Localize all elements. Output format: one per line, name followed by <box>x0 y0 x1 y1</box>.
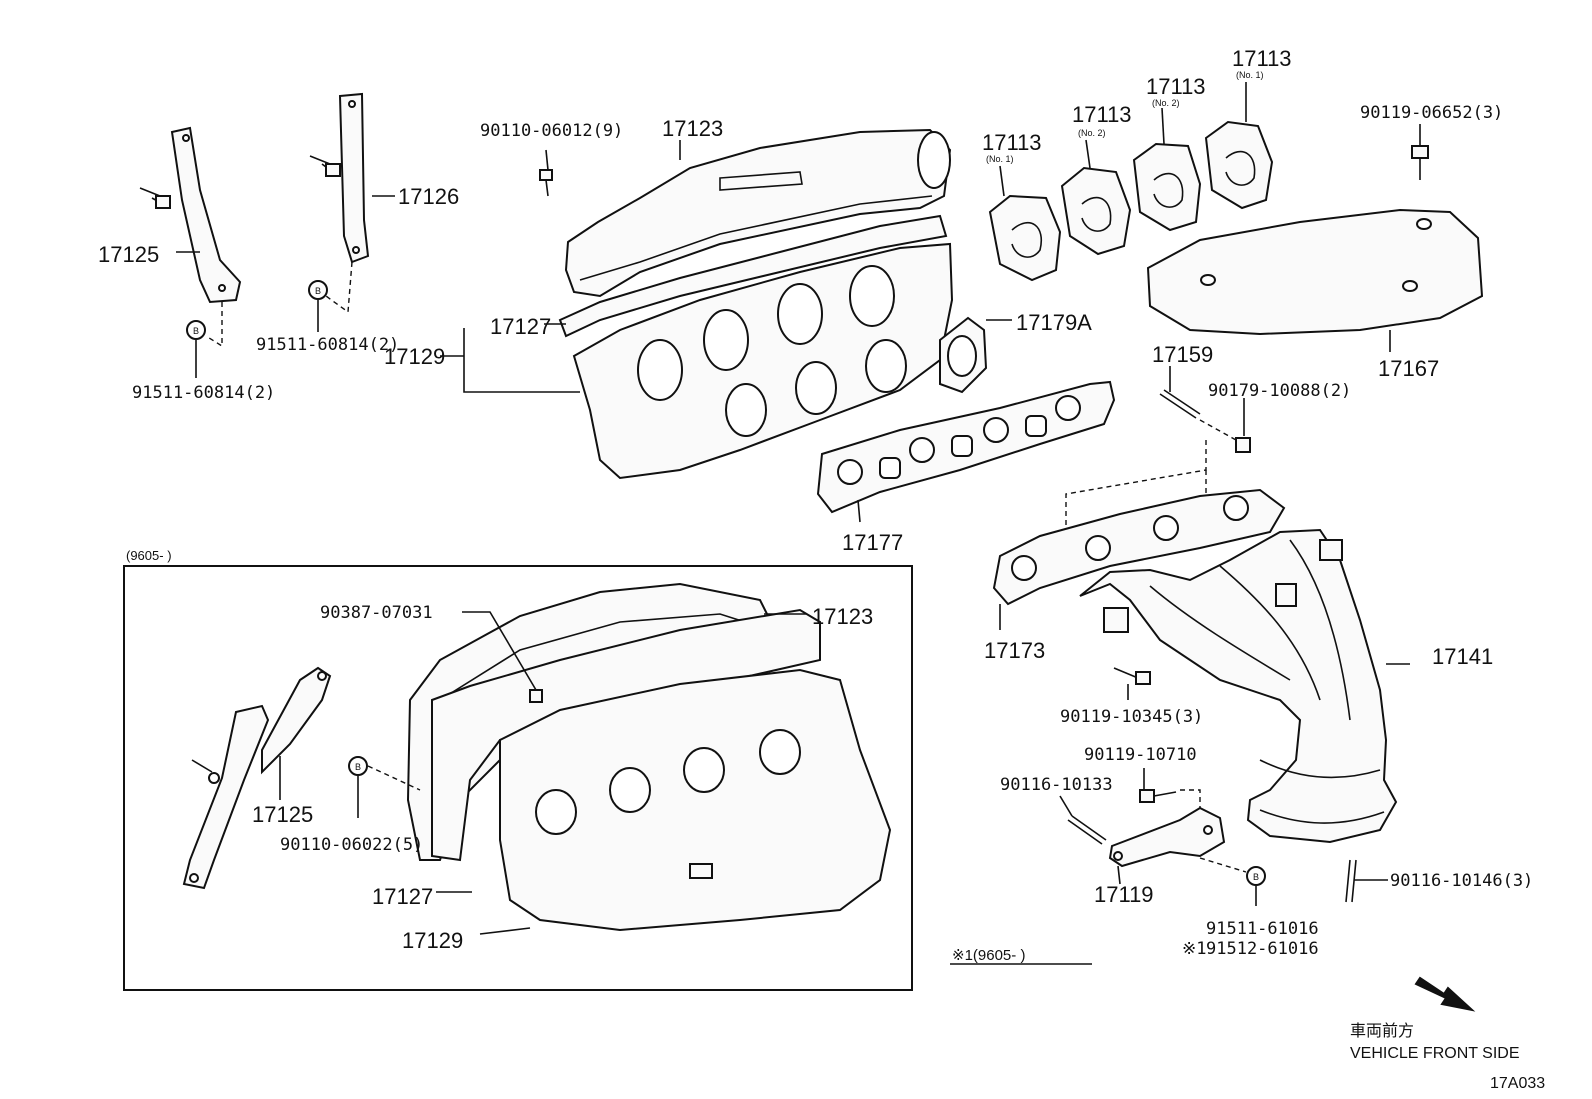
label-17177: 17177 <box>842 530 903 555</box>
label-no1-a: (No. 1) <box>986 154 1014 164</box>
insulator-17129-top <box>572 242 954 480</box>
label-no2-c: (No. 2) <box>1152 98 1180 108</box>
inset-frame <box>123 565 913 991</box>
label-figure-id: 17A033 <box>1490 1075 1545 1092</box>
stud-90116-10146 <box>1345 859 1357 903</box>
cover-17123-top <box>564 128 952 298</box>
label-90119-10345: 90119-10345(3) <box>1060 707 1203 727</box>
label-17125-top: 17125 <box>98 242 159 267</box>
label-17127-inset: 17127 <box>372 884 433 909</box>
label-17113-d: 17113 <box>1232 46 1292 71</box>
label-jp-front: 車両前方 <box>1350 1022 1414 1040</box>
b-mark-inset: B <box>348 756 368 776</box>
bolt-90110-06012 <box>539 149 553 197</box>
label-17129-inset: 17129 <box>402 928 463 953</box>
label-17126: 17126 <box>398 184 459 209</box>
insulator-17129-inset <box>499 668 892 932</box>
label-vehicle-front: VEHICLE FRONT SIDE <box>1350 1045 1520 1062</box>
label-17167: 17167 <box>1378 356 1439 381</box>
label-91511-61016: 91511-61016 <box>1206 919 1319 939</box>
insulator-17113-a <box>988 194 1062 282</box>
label-17125-inset: 17125 <box>252 802 313 827</box>
stud-17159 <box>1159 389 1201 419</box>
insulator-17113-c <box>1132 142 1202 232</box>
label-mark-note1: ※1 <box>1182 939 1206 959</box>
gasket-17179A <box>939 316 988 394</box>
svg-text:B: B <box>355 762 361 772</box>
nut-90179-10088 <box>1235 437 1251 453</box>
stay-17119 <box>1108 806 1226 868</box>
label-91511-60814-left: 91511-60814(2) <box>132 383 275 403</box>
label-no1-d: (No. 1) <box>1236 70 1264 80</box>
svg-text:B: B <box>1253 872 1259 882</box>
vehicle-front-arrow-icon <box>1414 976 1476 1012</box>
svg-text:B: B <box>315 286 321 296</box>
label-17113-a: 17113 <box>982 130 1042 155</box>
label-17127-top: 17127 <box>490 314 551 339</box>
label-17141: 17141 <box>1432 644 1493 669</box>
insulator-17113-b <box>1060 166 1132 256</box>
label-90110-06022: 90110-06022(5) <box>280 835 423 855</box>
label-no2-b: (No. 2) <box>1078 128 1106 138</box>
label-inset-range: (9605- ) <box>126 548 172 563</box>
label-note-range: ※1(9605- ) <box>952 947 1025 964</box>
exhaust-manifold-17141 <box>1079 528 1398 844</box>
label-90387-07031: 90387-07031 <box>320 603 433 623</box>
stud-90116-10133 <box>1067 815 1107 845</box>
bracket-17125-top <box>139 126 242 304</box>
label-90116-10133: 90116-10133 <box>1000 775 1113 795</box>
bolt-90119-06652 <box>1411 124 1429 180</box>
gasket-17127-top <box>558 214 948 338</box>
label-17173: 17173 <box>984 638 1045 663</box>
insulator-17113-d <box>1204 120 1274 210</box>
gasket-17127-inset <box>431 608 821 862</box>
label-17119: 17119 <box>1094 882 1154 907</box>
label-17129-top: 17129 <box>384 344 445 369</box>
label-17159: 17159 <box>1152 342 1213 367</box>
gasket-17177 <box>816 380 1116 514</box>
b-mark-91511-61016: B <box>1246 866 1266 886</box>
b-mark-left: B <box>186 320 206 340</box>
label-90119-06652: 90119-06652(3) <box>1360 103 1503 123</box>
svg-text:B: B <box>193 326 199 336</box>
label-90116-10146: 90116-10146(3) <box>1390 871 1533 891</box>
label-17179A: 17179A <box>1016 310 1092 335</box>
label-90110-06012: 90110-06012(9) <box>480 121 623 141</box>
label-90119-10710: 90119-10710 <box>1084 745 1197 765</box>
label-91511-60814-mid: 91511-60814(2) <box>256 335 399 355</box>
label-17123-top: 17123 <box>662 116 723 141</box>
bracket-17126 <box>309 92 370 264</box>
label-17113-c: 17113 <box>1146 74 1206 99</box>
b-mark-mid: B <box>308 280 328 300</box>
bolt-90119-10345 <box>1113 667 1151 685</box>
gasket-17173 <box>992 488 1286 606</box>
bracket-17125-inset <box>182 666 332 890</box>
label-90179-10088: 90179-10088(2) <box>1208 381 1351 401</box>
label-17123-inset: 17123 <box>812 604 873 629</box>
heat-shield-17167 <box>1146 208 1484 336</box>
label-91512-61016: 91512-61016 <box>1206 939 1319 959</box>
label-17113-b: 17113 <box>1072 102 1132 127</box>
